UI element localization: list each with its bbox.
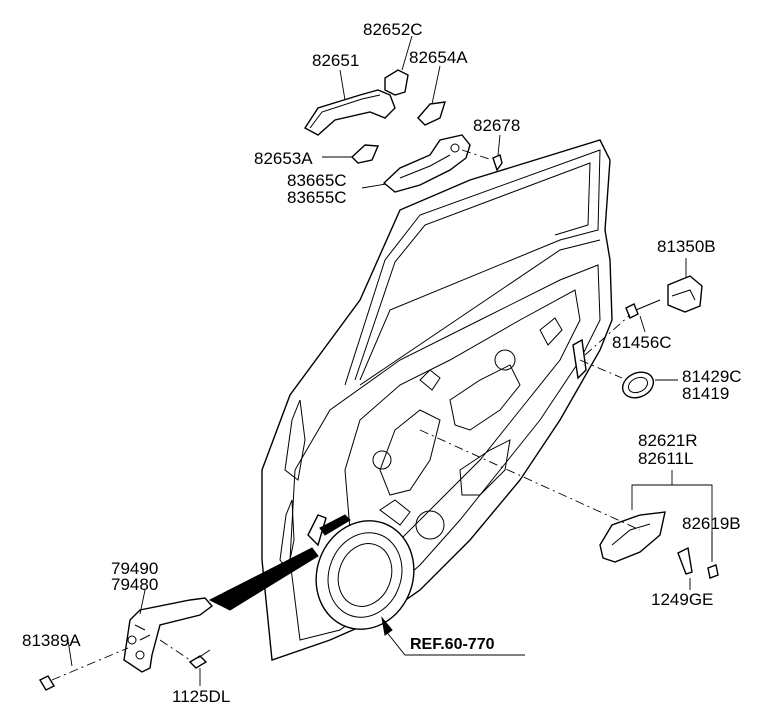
label-81429C: 81429C [682, 367, 742, 386]
assembly-arrow [208, 547, 319, 611]
label-79480: 79480 [111, 575, 159, 594]
label-1249GE: 1249GE [651, 590, 714, 609]
check-bolt-2 [188, 655, 208, 669]
label-82653A: 82653A [254, 149, 313, 168]
label-81456C: 81456C [612, 333, 672, 352]
label-82678: 82678 [473, 116, 521, 135]
handle-cap-small [707, 564, 719, 579]
plug [621, 371, 655, 399]
label-82654A: 82654A [409, 48, 468, 67]
plug-group [579, 359, 655, 399]
label-82611L: 82611L [638, 449, 694, 468]
bracket-screw [492, 154, 503, 172]
inside-handle-group [419, 429, 719, 579]
door-check [123, 597, 214, 673]
leader-lines [67, 35, 713, 686]
label-79490: 79490 [111, 559, 159, 578]
ref-pointer [381, 616, 525, 656]
outside-handle [303, 89, 396, 136]
handle-cap [384, 69, 409, 96]
door-check-group [39, 597, 214, 691]
handle-pad [417, 101, 446, 126]
label-1125DL: 1125DL [172, 687, 231, 706]
label-81389A: 81389A [22, 631, 81, 650]
label-82651: 82651 [312, 51, 360, 70]
label-82652C: 82652C [363, 20, 423, 39]
striker [667, 275, 703, 313]
ref-label: REF.60-770 [410, 636, 495, 653]
label-81419: 81419 [682, 384, 730, 403]
label-83665C: 83665C [287, 171, 347, 190]
handle-bracket [382, 134, 471, 193]
bezel-pad [350, 144, 380, 164]
label-81350B: 81350B [657, 237, 716, 256]
striker-group [584, 275, 703, 356]
striker-bolt [625, 303, 639, 319]
label-82619B: 82619B [682, 514, 741, 533]
door-panel [261, 139, 613, 661]
inside-handle [599, 511, 666, 563]
handle-screw [677, 546, 693, 575]
outside-handle-group [303, 69, 503, 193]
check-bolt-1 [39, 675, 55, 691]
label-82621R: 82621R [638, 431, 698, 450]
label-83655C: 83655C [287, 188, 347, 207]
